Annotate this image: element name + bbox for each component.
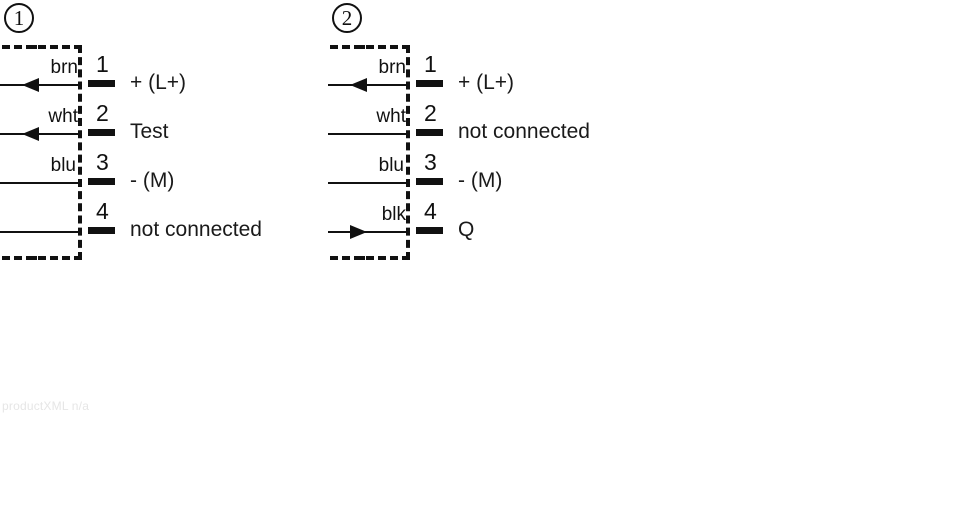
housing-dot <box>62 256 67 260</box>
pin-number: 1 <box>96 51 109 77</box>
wire-color-label: blu <box>50 155 76 176</box>
wire-color-label: brn <box>378 57 406 78</box>
wire-line <box>0 182 82 184</box>
connector-housing-outline <box>330 45 410 260</box>
housing-edge-right <box>406 45 410 260</box>
wire-color-label: wht <box>48 106 78 127</box>
wire-row: blu 3 - (M) <box>328 145 888 197</box>
wire-color-label: wht <box>376 106 406 127</box>
housing-dot <box>360 45 365 49</box>
housing-edge-bottom <box>330 256 410 260</box>
wire-line <box>328 84 410 86</box>
signal-direction-arrow-in <box>350 78 367 92</box>
housing-edge-top <box>330 45 410 49</box>
wire-row: wht 2 Test <box>0 96 330 148</box>
signal-direction-arrow-in <box>22 127 39 141</box>
pin-terminal <box>88 178 115 185</box>
housing-dot <box>390 256 395 260</box>
wire-row: brn 1 + (L+) <box>0 47 330 99</box>
pin-number: 2 <box>424 100 437 126</box>
pin-number: 1 <box>424 51 437 77</box>
wire-line <box>328 182 410 184</box>
wire-line <box>328 231 410 233</box>
housing-edge-right <box>78 45 82 260</box>
pin-function-label: + (L+) <box>458 71 515 94</box>
wire-row: 4 not connected <box>0 194 330 246</box>
pin-terminal <box>416 129 443 136</box>
wire-color-label: blk <box>381 204 406 225</box>
wire-line <box>328 133 410 135</box>
pin-number: 3 <box>96 149 109 175</box>
wire-row: blu 3 - (M) <box>0 145 330 197</box>
pin-number: 4 <box>424 198 437 224</box>
pin-function-label: - (M) <box>458 169 503 192</box>
pin-function-label: Test <box>130 120 169 143</box>
pin-number: 3 <box>424 149 437 175</box>
pin-number: 4 <box>96 198 109 224</box>
wire-row: wht 2 not connected <box>328 96 888 148</box>
wire-line <box>0 133 82 135</box>
wire-line <box>0 231 82 233</box>
pin-terminal <box>88 80 115 87</box>
diagram-index-badge: 1 <box>4 3 34 33</box>
housing-dot <box>62 45 67 49</box>
wire-color-label: brn <box>50 57 78 78</box>
wire-row: blk 4 Q <box>328 194 888 246</box>
wire-row: brn 1 + (L+) <box>328 47 888 99</box>
housing-edge-top <box>2 45 82 49</box>
pin-terminal <box>88 227 115 234</box>
pin-terminal <box>416 178 443 185</box>
wire-color-label: blu <box>378 155 404 176</box>
pin-terminal <box>416 227 443 234</box>
housing-dot <box>32 256 37 260</box>
pin-number: 2 <box>96 100 109 126</box>
wire-line <box>0 84 82 86</box>
watermark-text: productXML n/a <box>2 399 90 413</box>
pin-terminal <box>416 80 443 87</box>
housing-edge-bottom <box>2 256 82 260</box>
pin-function-label: not connected <box>458 120 590 143</box>
pin-function-label: Q <box>458 218 475 241</box>
housing-dot <box>360 256 365 260</box>
pin-function-label: - (M) <box>130 169 175 192</box>
connector-housing-outline <box>2 45 82 260</box>
pin-function-label: + (L+) <box>130 71 187 94</box>
signal-direction-arrow-out <box>350 225 367 239</box>
signal-direction-arrow-in <box>22 78 39 92</box>
housing-dot <box>32 45 37 49</box>
diagram-index-badge: 2 <box>332 3 362 33</box>
housing-dot <box>390 45 395 49</box>
pin-function-label: not connected <box>130 218 262 241</box>
pin-terminal <box>88 129 115 136</box>
